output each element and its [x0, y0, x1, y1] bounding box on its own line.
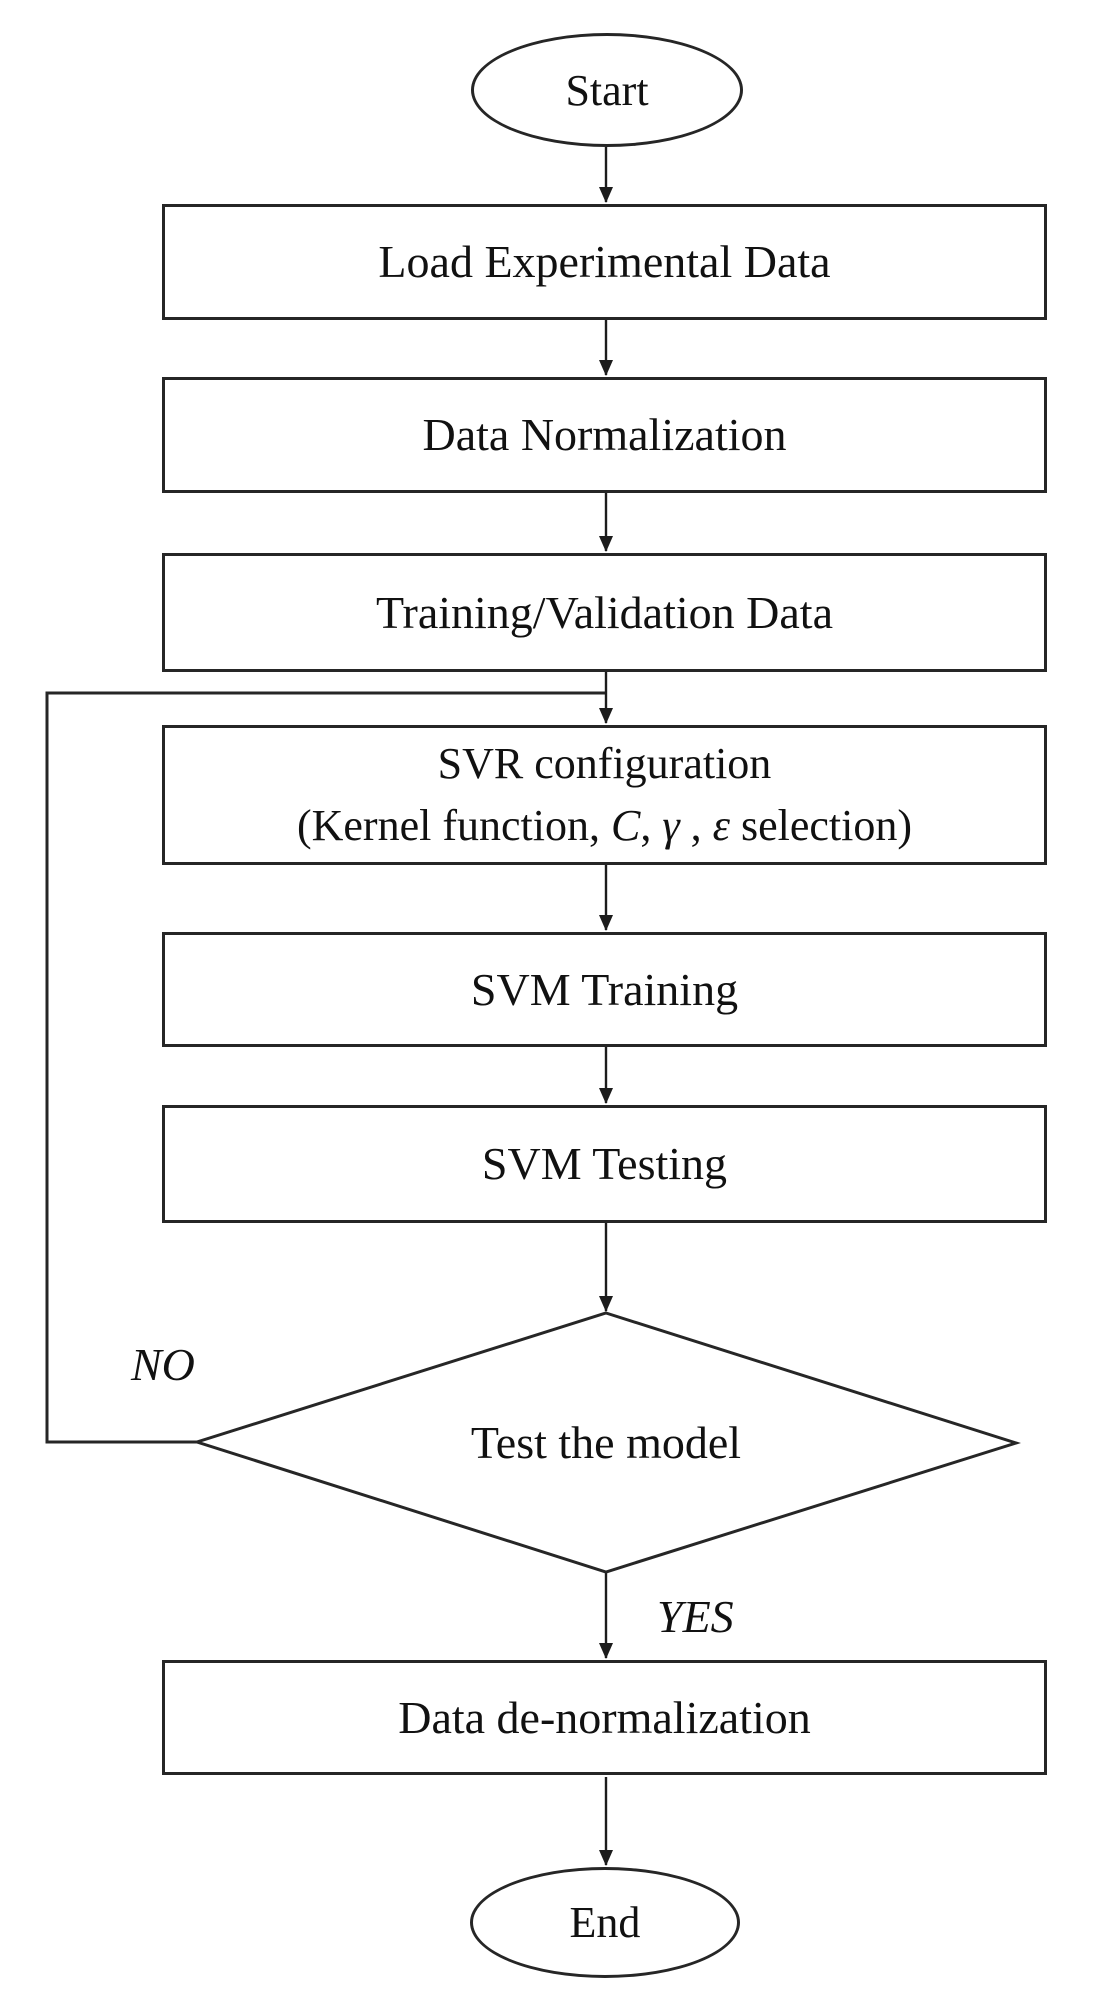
svr-params-comma1: , — [640, 801, 663, 850]
svr-config-title: SVR configuration — [438, 733, 772, 795]
node-start: Start — [471, 33, 743, 147]
svr-params-suffix: selection) — [730, 801, 913, 850]
normalization-label: Data Normalization — [422, 409, 787, 461]
svr-params-comma2: , — [679, 801, 713, 850]
svm-testing-label: SVM Testing — [481, 1138, 728, 1190]
svr-config-params: (Kernel function, C, γ , ε selection) — [297, 795, 912, 857]
svr-param-gamma: γ — [662, 801, 680, 850]
end-label: End — [569, 1898, 641, 1947]
decision-label: Test the model — [470, 1417, 742, 1468]
edge-label-no: NO — [131, 1339, 195, 1390]
edge-label-yes: YES — [657, 1591, 734, 1642]
svr-param-epsilon: ε — [712, 801, 730, 850]
node-end: End — [470, 1867, 740, 1978]
svm-training-label: SVM Training — [470, 963, 739, 1015]
node-svm-testing: SVM Testing — [162, 1105, 1047, 1223]
svr-params-prefix: (Kernel function, — [296, 801, 611, 850]
node-training-validation-data: Training/Validation Data — [162, 553, 1047, 672]
load-data-label: Load Experimental Data — [378, 236, 831, 288]
start-label: Start — [565, 65, 649, 115]
denormalization-label: Data de-normalization — [398, 1691, 811, 1743]
svr-config-title-text: SVR configuration — [437, 738, 772, 788]
node-svm-training: SVM Training — [162, 932, 1047, 1047]
node-svr-configuration: SVR configuration (Kernel function, C, γ… — [162, 725, 1047, 865]
svr-param-c: C — [610, 801, 641, 850]
node-load-experimental-data: Load Experimental Data — [162, 204, 1047, 320]
decision-diamond — [192, 1311, 1021, 1574]
node-data-normalization: Data Normalization — [162, 377, 1047, 493]
node-data-denormalization: Data de-normalization — [162, 1660, 1047, 1775]
train-valid-label: Training/Validation Data — [376, 586, 833, 638]
no-loop-connector — [45, 691, 606, 1444]
